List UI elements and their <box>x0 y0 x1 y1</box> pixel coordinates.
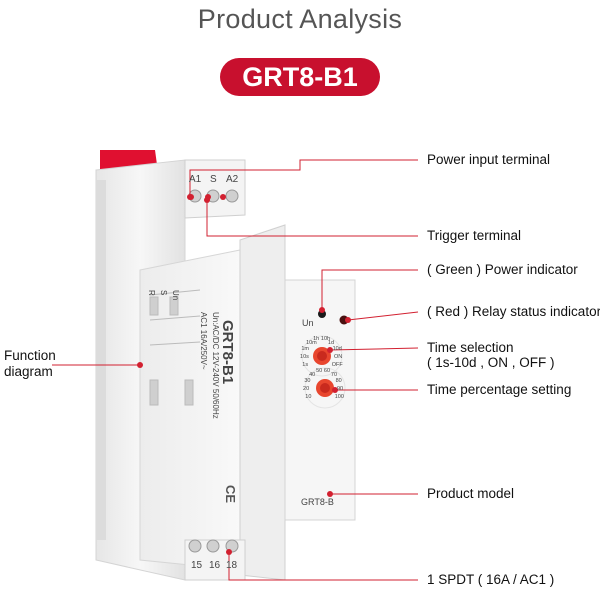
terminal-block-top <box>184 159 246 219</box>
callout-relay-status-indicator: ( Red ) Relay status indicator <box>427 304 600 319</box>
time-selection-dial <box>301 335 343 377</box>
pct-scale-label-6: 70 <box>330 371 338 378</box>
terminal-a1-label: A1 <box>189 174 202 185</box>
pct-scale-label-5: 60 <box>323 368 331 375</box>
callout-lines <box>52 159 419 581</box>
callout-function-diagram-line2: diagram <box>4 364 53 379</box>
time-scale-label-6: 1d <box>327 339 335 346</box>
pct-scale-label-1: 20 <box>303 385 310 392</box>
time-percentage-dial <box>304 367 346 409</box>
callout-time-selection-line2: ( 1s-10d , ON , OFF ) <box>427 355 555 370</box>
callout-time-selection-line1: Time selection <box>427 340 514 355</box>
page-title: Product Analysis <box>197 4 403 34</box>
pct-scale-label-7: 80 <box>335 378 342 385</box>
model-badge: GRT8-B1 <box>220 58 380 96</box>
pct-scale-label-2: 30 <box>304 378 311 385</box>
callout-function-diagram-line1: Function <box>4 348 56 363</box>
time-scale-label-9: OFF <box>331 361 343 368</box>
func-label-un: Un <box>171 290 180 301</box>
callout-product-model: Product model <box>427 486 515 501</box>
callout-trigger-terminal: Trigger terminal <box>427 228 522 243</box>
time-scale-label-3: 10m <box>306 339 317 346</box>
pct-scale-label-0: 10 <box>305 393 312 400</box>
pct-scale-label-3: 40 <box>309 371 316 378</box>
func-label-r: R <box>147 290 156 296</box>
terminal-18-label: 18 <box>226 560 238 571</box>
terminal-15-label: 15 <box>191 560 203 571</box>
time-scale-label-8: ON <box>333 353 343 360</box>
time-scale-label-0: 1s <box>302 361 309 368</box>
ce-mark: CE <box>223 485 238 504</box>
function-diagram-graphic <box>149 289 201 406</box>
time-scale-label-5: 10h <box>320 336 331 343</box>
callout-power-indicator: ( Green ) Power indicator <box>427 262 578 277</box>
terminal-16-label: 16 <box>209 560 221 571</box>
time-scale-label-1: 10s <box>300 353 309 360</box>
time-scale-label-4: 1h <box>313 336 320 343</box>
pct-scale-label-4: 50 <box>316 368 323 375</box>
terminal-a2-label: A2 <box>226 174 239 185</box>
side-spec-line1: Un:AC/DC 12V-240V 50/60Hz <box>211 312 220 419</box>
callout-spdt-rating: 1 SPDT ( 16A / AC1 ) <box>427 572 555 587</box>
callout-time-percentage-setting: Time percentage setting <box>427 382 572 397</box>
pct-scale-label-8: 90 <box>336 385 344 392</box>
func-label-s: S <box>159 290 168 296</box>
callout-power-input-terminal: Power input terminal <box>427 152 551 167</box>
time-scale-label-7: 10d <box>332 346 342 353</box>
time-scale-label-2: 1m <box>301 346 310 353</box>
device-front-body <box>239 224 356 581</box>
pct-scale-label-9: 100 <box>334 393 344 400</box>
front-model-text: GRT8-B <box>301 497 334 507</box>
front-un-label: Un <box>302 318 314 328</box>
terminal-s-label: S <box>210 174 217 185</box>
side-spec-line2: AC1 16A/250V~ <box>199 312 208 370</box>
side-model-text: GRT8-B1 <box>219 320 236 385</box>
callout-dots <box>137 194 351 555</box>
